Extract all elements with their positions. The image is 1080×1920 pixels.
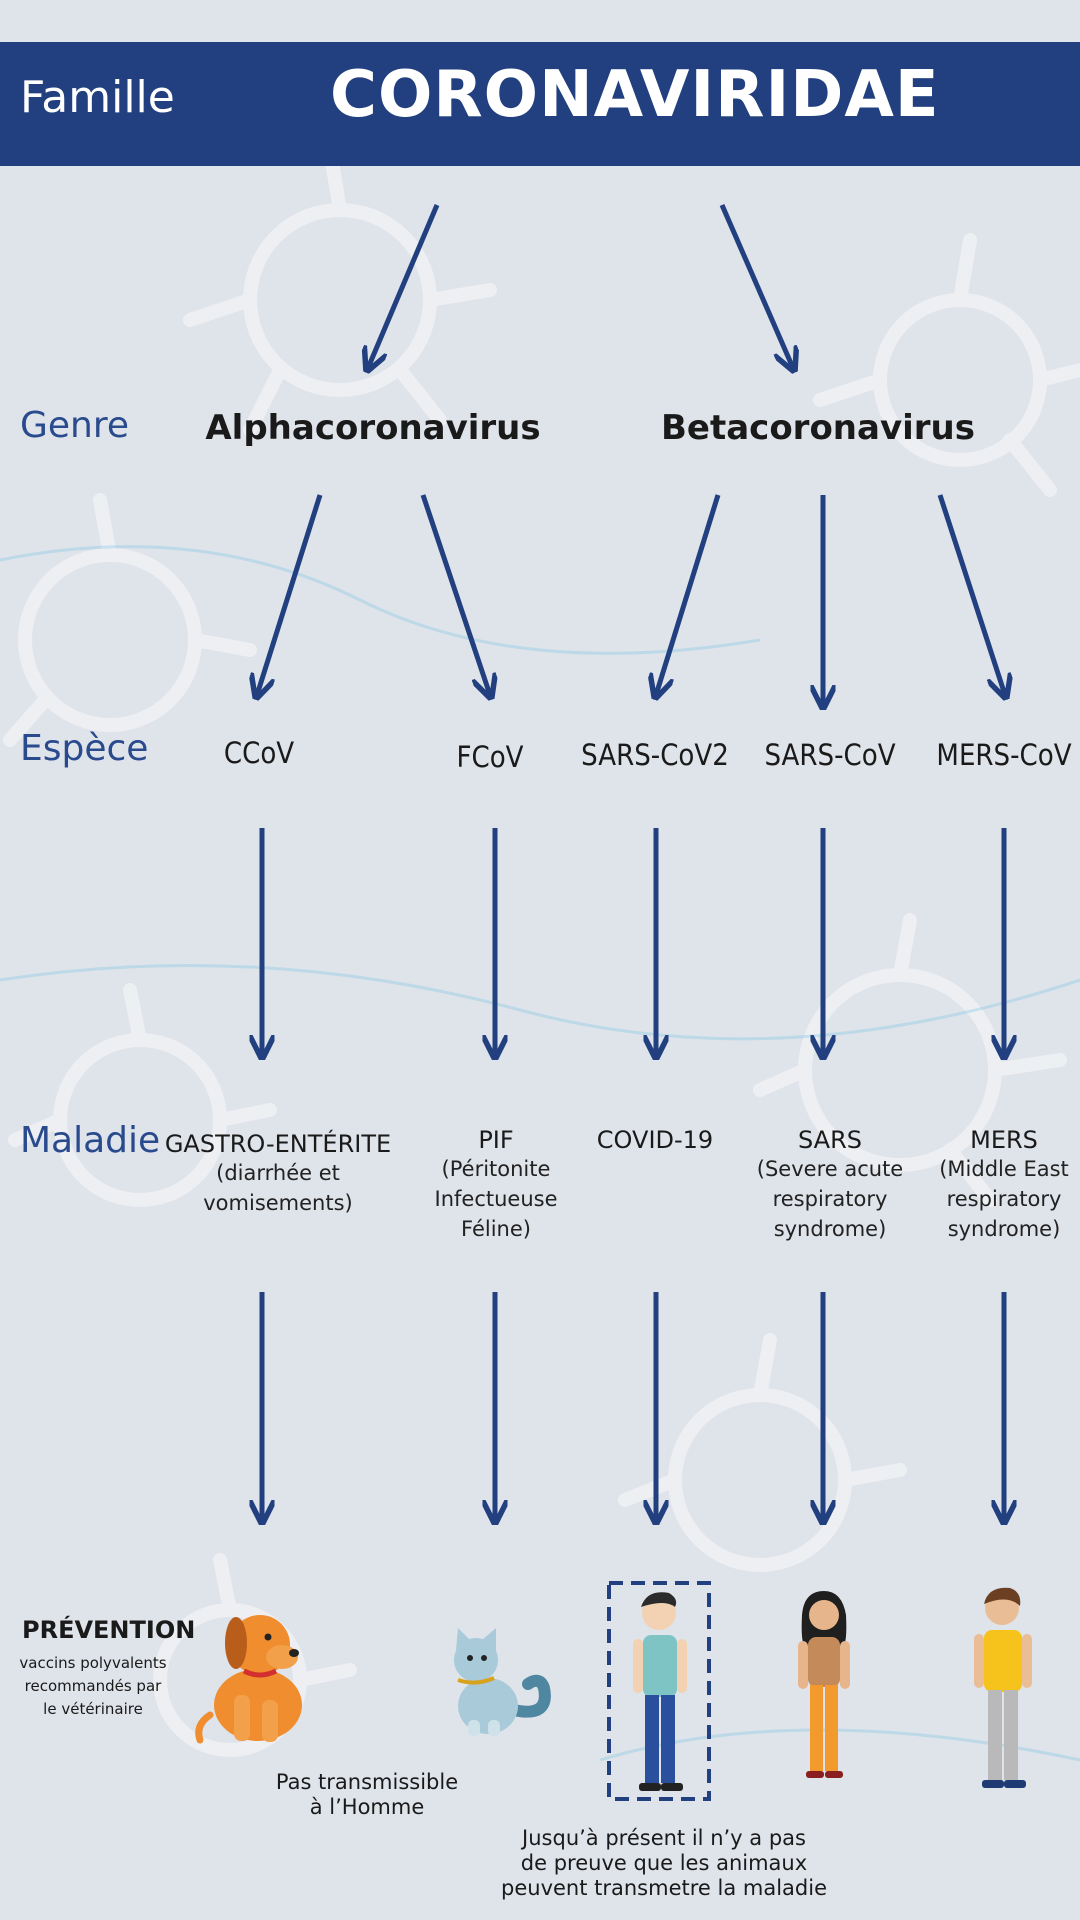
disease-name: SARS	[797, 1126, 862, 1154]
arrow-alpha-ccov	[257, 494, 323, 695]
disease-sars: SARS (Severe acute respiratory syndrome)	[745, 1126, 915, 1244]
disease-gastro: GASTRO-ENTÉRITE (diarrhée et vomisements…	[163, 1130, 393, 1218]
prevention-title: PRÉVENTION	[22, 1616, 196, 1644]
disease-pif: PIF (Péritonite Infectueuse Féline)	[411, 1126, 581, 1244]
note-no-evidence: Jusqu’à présent il n’y a pas de preuve q…	[501, 1826, 827, 1901]
note-line: de preuve que les animaux	[520, 1851, 808, 1875]
species-sars-cov: SARS-CoV	[764, 738, 896, 772]
dog-icon	[195, 1615, 302, 1744]
woman-icon	[798, 1591, 850, 1778]
note-line: Jusqu’à présent il n’y a pas	[522, 1826, 806, 1850]
disease-desc-line: (diarrhée et	[216, 1161, 340, 1185]
espece-label: Espèce	[20, 728, 149, 769]
dashed-frame	[607, 1581, 711, 1801]
header-banner	[0, 42, 1080, 166]
man-icon	[974, 1587, 1032, 1788]
disease-desc-line: (Severe acute	[756, 1157, 904, 1181]
cat-icon	[454, 1628, 551, 1736]
prevention-note: vaccins polyvalents recommandés par le v…	[18, 1652, 168, 1721]
disease-name: MERS	[970, 1126, 1038, 1154]
species-sars-cov2: SARS-CoV2	[581, 738, 729, 772]
note-line: à l’Homme	[309, 1795, 425, 1819]
disease-desc-line: (Middle East	[939, 1157, 1069, 1181]
man-icon	[633, 1592, 687, 1791]
arrow-family-alpha	[368, 204, 440, 368]
genus-alphacoronavirus: Alphacoronavirus	[205, 408, 541, 448]
note-line: peuvent transmetre la maladie	[501, 1876, 827, 1900]
note-not-transmissible: Pas transmissible à l’Homme	[276, 1770, 458, 1820]
disease-covid19: COVID-19	[570, 1126, 740, 1154]
disease-desc-line: vomisements)	[203, 1191, 353, 1215]
genus-betacoronavirus: Betacoronavirus	[661, 408, 975, 448]
arrow-alpha-fcov	[420, 494, 490, 695]
disease-name: GASTRO-ENTÉRITE	[164, 1130, 392, 1158]
prevention-note-line: recommandés par	[24, 1677, 162, 1695]
disease-name: COVID-19	[596, 1126, 714, 1154]
disease-desc-line: syndrome)	[947, 1217, 1061, 1241]
disease-mers: MERS (Middle East respiratory syndrome)	[919, 1126, 1080, 1244]
family-label: Famille	[20, 72, 175, 123]
disease-name: PIF	[478, 1126, 514, 1154]
family-title: CORONAVIRIDAE	[330, 58, 940, 132]
genre-label: Genre	[20, 405, 130, 446]
disease-desc-line: Féline)	[461, 1217, 531, 1241]
disease-desc-line: respiratory	[772, 1187, 888, 1211]
arrow-family-beta	[719, 204, 793, 368]
arrow-beta-merscov	[937, 494, 1005, 695]
disease-desc-line: Infectueuse	[434, 1187, 558, 1211]
disease-desc-line: respiratory	[946, 1187, 1062, 1211]
species-ccov: CCoV	[223, 736, 295, 770]
species-fcov: FCoV	[456, 740, 524, 774]
prevention-note-line: le vétérinaire	[43, 1700, 143, 1718]
maladie-label: Maladie	[20, 1120, 161, 1161]
arrow-beta-sarscov2	[656, 494, 721, 695]
note-line: Pas transmissible	[275, 1770, 459, 1794]
prevention-note-line: vaccins polyvalents	[19, 1654, 167, 1672]
species-mers-cov: MERS-CoV	[936, 738, 1072, 772]
disease-desc-line: syndrome)	[773, 1217, 887, 1241]
disease-desc-line: (Péritonite	[441, 1157, 551, 1181]
